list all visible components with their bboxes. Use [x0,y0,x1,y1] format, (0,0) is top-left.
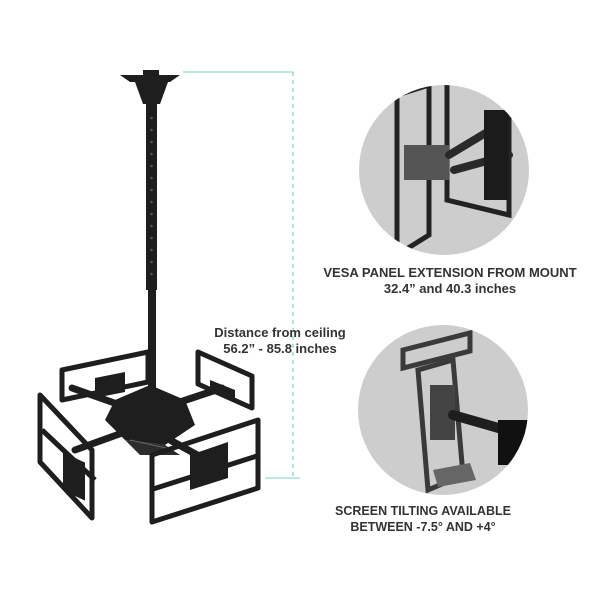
ceiling-caption-value: 56.2” - 85.8 inches [223,341,337,356]
vesa-plates [63,372,235,501]
ceiling-plate [120,70,180,104]
tilt-bracket-closeup-icon [400,329,528,494]
screen-tilt-detail [358,325,528,495]
vesa-caption-title: VESA PANEL EXTENSION FROM MOUNT [323,265,577,280]
tilt-caption-value: BETWEEN -7.5° AND +4° [350,520,496,534]
height-dimension-line [183,71,300,479]
articulating-arm-closeup-icon [394,85,513,255]
ceiling-caption-title: Distance from ceiling [214,325,346,340]
vesa-extension-detail [359,85,529,255]
extension-pole [146,104,157,388]
vesa-frames [37,349,261,525]
vesa-extension-caption: VESA PANEL EXTENSION FROM MOUNT 32.4” an… [300,265,600,297]
tilt-caption-title: SCREEN TILTING AVAILABLE [335,504,511,518]
ceiling-distance-caption: Distance from ceiling 56.2” - 85.8 inche… [205,325,355,357]
screen-tilt-caption: SCREEN TILTING AVAILABLE BETWEEN -7.5° A… [318,503,528,535]
vesa-caption-value: 32.4” and 40.3 inches [383,281,517,296]
